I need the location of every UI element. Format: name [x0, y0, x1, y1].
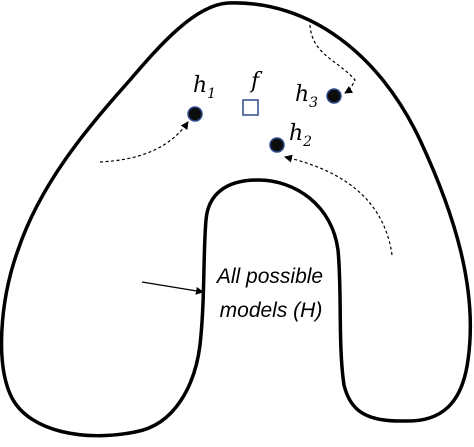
- trajectory-to-h2: [284, 154, 393, 256]
- h1-point: [187, 106, 203, 122]
- target-square-marker: [242, 99, 259, 116]
- h2-point: [269, 137, 285, 153]
- h3-label: h3: [295, 82, 318, 111]
- trajectory-to-h1: [99, 121, 189, 163]
- hypothesis-space-outline: [0, 1, 473, 438]
- region-label-line1: All possible: [215, 265, 323, 288]
- region-label-pointer: [141, 281, 204, 295]
- h1-label: h1: [193, 73, 216, 102]
- trajectory-to-h3: [309, 24, 356, 94]
- h2-label: h2: [289, 121, 312, 150]
- region-label-line2: models (H): [220, 299, 323, 322]
- target-label: f: [249, 69, 263, 94]
- h3-point: [326, 88, 342, 104]
